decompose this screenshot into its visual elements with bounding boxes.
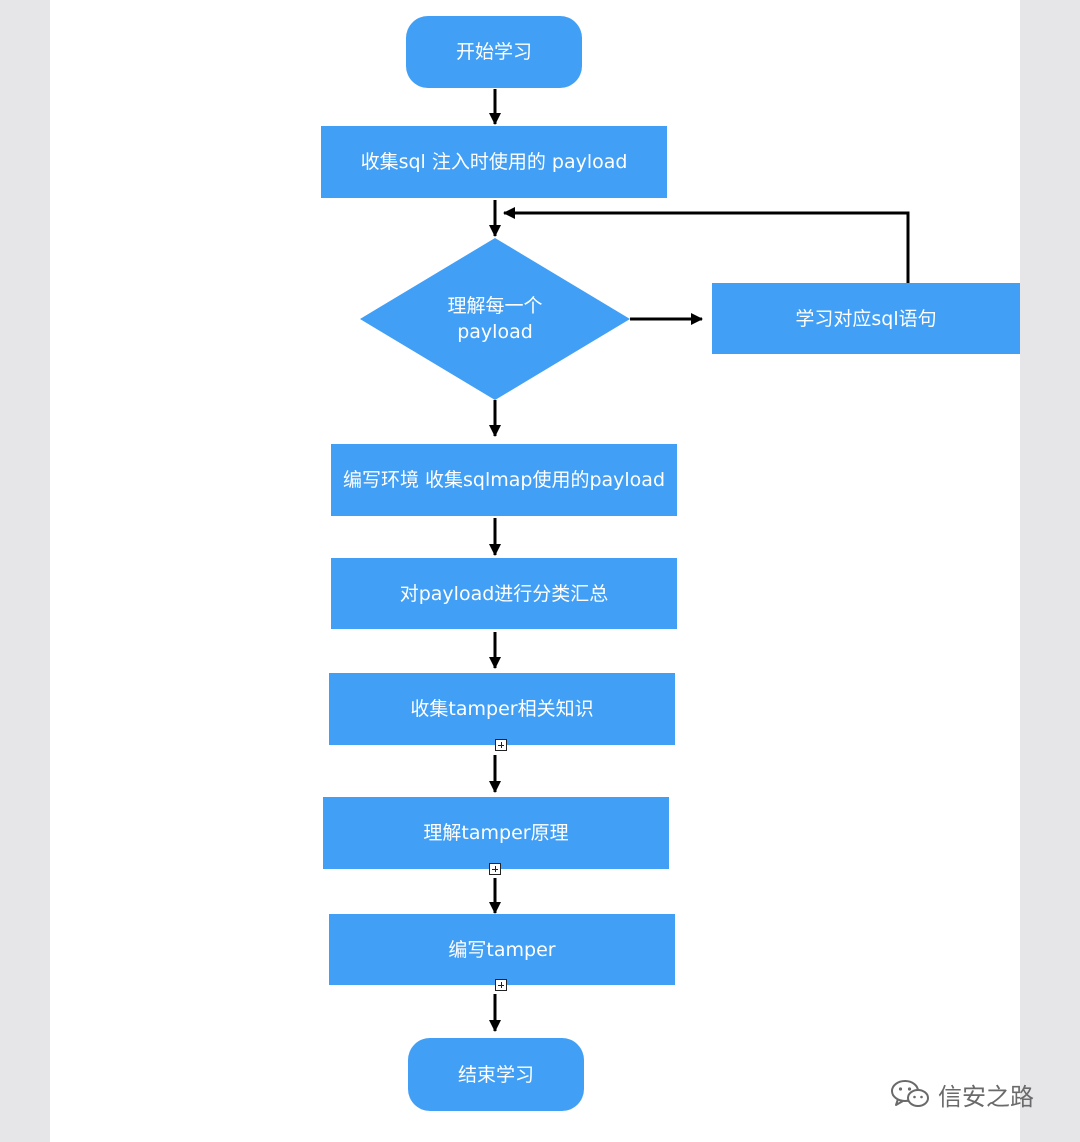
end-label: 结束学习: [457, 1063, 534, 1086]
collect-payload-node: 收集sql 注入时使用的 payload: [321, 126, 667, 198]
write-tamper-node: 编写tamper: [329, 914, 675, 985]
env-collect-node: 编写环境 收集sqlmap使用的payload: [331, 444, 677, 516]
collect-payload-label: 收集sql 注入时使用的 payload: [360, 151, 628, 173]
decision-label-line1: 理解每一个: [447, 295, 543, 317]
classify-label: 对payload进行分类汇总: [399, 582, 609, 605]
tamper-principle-node: 理解tamper原理: [323, 797, 669, 869]
watermark: 信安之路: [890, 1076, 1034, 1112]
expand-icon[interactable]: [489, 863, 501, 875]
side-step-node: 学习对应sql语句: [712, 283, 1020, 354]
watermark-text: 信安之路: [938, 1082, 1034, 1111]
decision-diamond: [360, 238, 630, 400]
expand-icon[interactable]: [495, 739, 507, 751]
expand-icon[interactable]: [495, 979, 507, 991]
start-label: 开始学习: [455, 41, 532, 63]
tamper-knowledge-label: 收集tamper相关知识: [410, 698, 594, 720]
write-tamper-label: 编写tamper: [448, 938, 556, 961]
side-step-label: 学习对应sql语句: [795, 307, 937, 330]
arrow-side-loop-back: [503, 207, 910, 283]
start-node: 开始学习: [406, 16, 582, 88]
env-collect-label: 编写环境 收集sqlmap使用的payload: [342, 469, 666, 491]
end-node: 结束学习: [408, 1038, 584, 1111]
wechat-icon: [891, 1080, 929, 1107]
decision-label-line2: payload: [457, 321, 533, 343]
classify-node: 对payload进行分类汇总: [331, 558, 677, 629]
tamper-knowledge-node: 收集tamper相关知识: [329, 673, 675, 745]
decision-label: 理解每一个 payload: [400, 290, 590, 348]
tamper-principle-label: 理解tamper原理: [423, 822, 569, 844]
